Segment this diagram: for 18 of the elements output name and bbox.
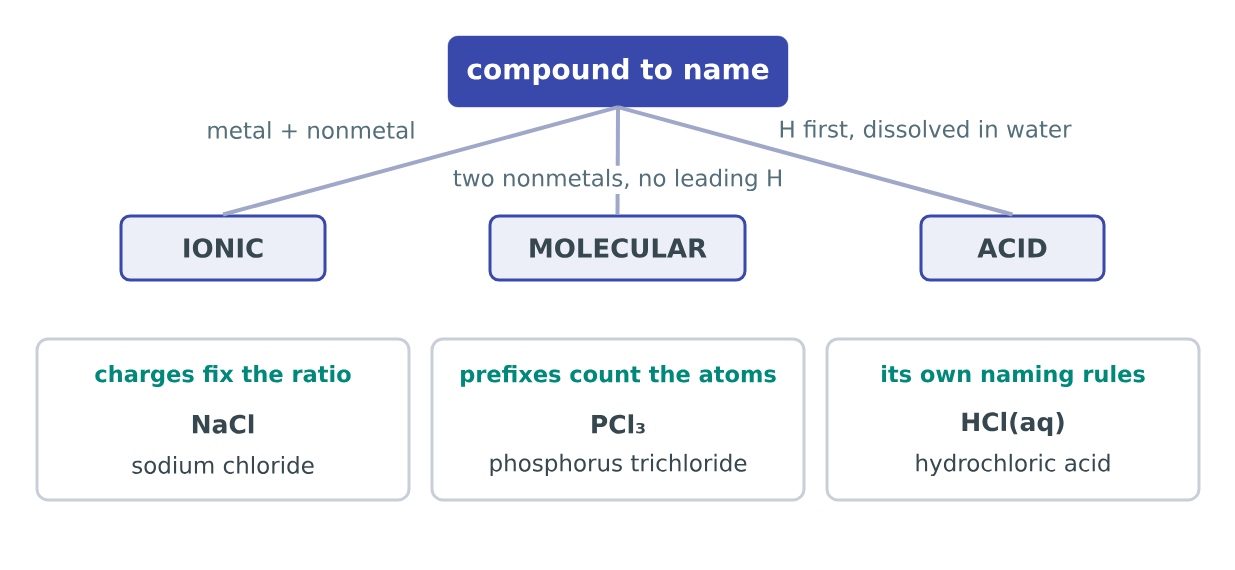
compound-name: sodium chloride <box>132 456 314 474</box>
connector-line <box>222 105 619 217</box>
edge-label: H first, dissolved in water <box>780 119 1072 141</box>
card-heading: its own naming rules <box>882 365 1145 387</box>
card-heading: prefixes count the atoms <box>461 365 776 387</box>
compound-name: hydrochloric acid <box>916 453 1110 477</box>
formula: NaCl <box>192 414 254 434</box>
compound-name: phosphorus trichloride <box>490 453 747 477</box>
edge-label: two nonmetals, no leading H <box>449 165 787 195</box>
edge-label: metal + nonmetal <box>208 121 414 139</box>
category-box: ACID <box>919 214 1106 282</box>
formula: HCl(aq) <box>962 411 1064 437</box>
root-box: compound to name <box>447 35 789 108</box>
category-box: IONIC <box>119 214 327 282</box>
connector-line <box>617 105 1014 217</box>
formula: PCl₃ <box>592 414 645 434</box>
category-box: MOLECULAR <box>488 214 747 282</box>
card-heading: charges fix the ratio <box>95 365 351 387</box>
